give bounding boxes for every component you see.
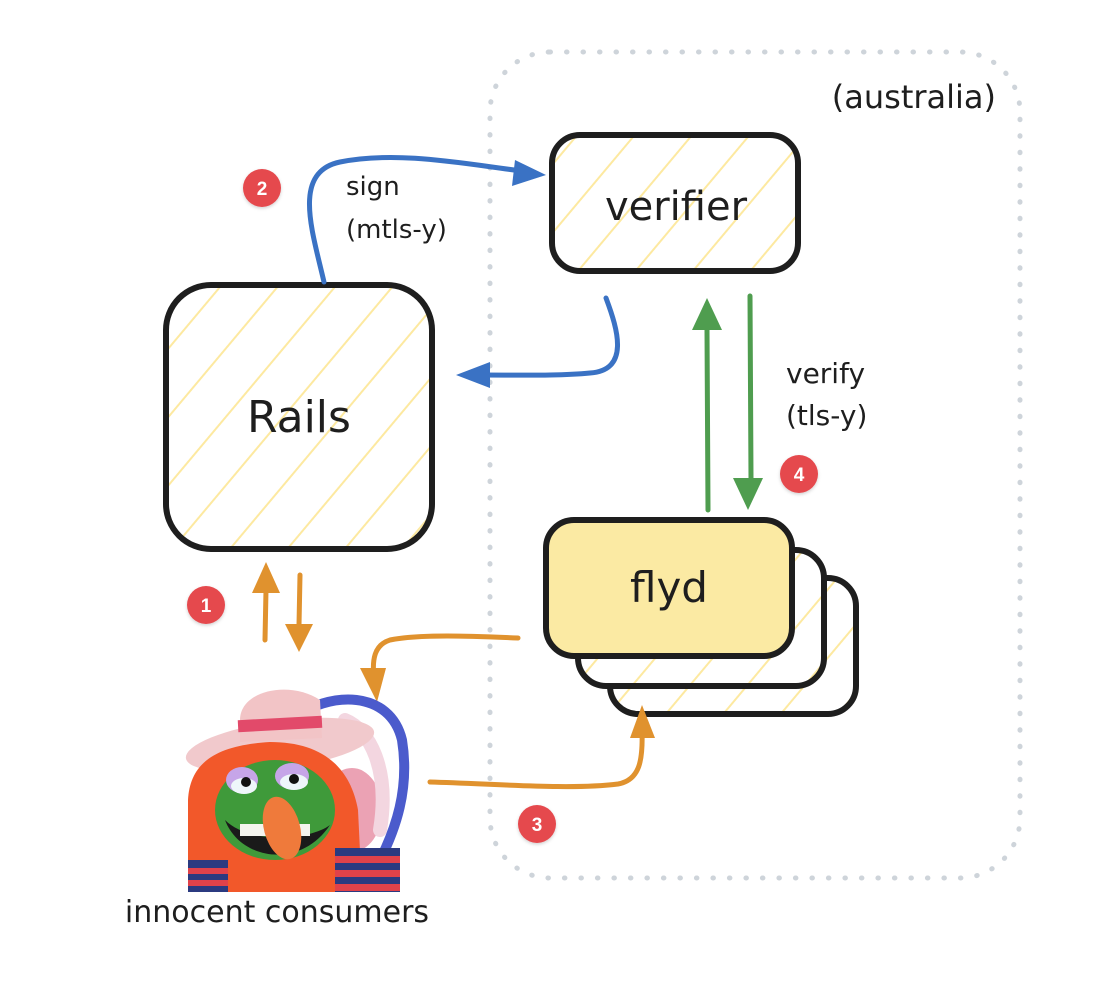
edge-sign-reply — [456, 295, 620, 388]
rails-label: Rails — [247, 392, 351, 443]
arrowhead-verify-up — [692, 298, 722, 330]
region-label: (australia) — [832, 78, 996, 116]
rails-node[interactable]: Rails — [163, 282, 435, 552]
arrowhead-to-rails — [252, 562, 280, 593]
arrowhead-consumer-to-flyd — [630, 705, 655, 738]
sign-label-line2: (mtls-y) — [346, 215, 447, 245]
badge-4: 4 — [780, 455, 818, 493]
svg-text:3: 3 — [532, 815, 543, 836]
arrowhead-sign — [512, 160, 546, 186]
badge-1: 1 — [187, 586, 225, 624]
flyd-label: flyd — [630, 563, 708, 612]
arrowhead-sign-reply — [456, 362, 490, 388]
verify-label-line1: verify — [786, 357, 865, 390]
edge-consumer-rails — [252, 562, 313, 652]
consumers-node[interactable]: innocent consumers — [125, 689, 429, 930]
svg-text:1: 1 — [201, 596, 212, 617]
svg-text:2: 2 — [257, 179, 268, 200]
badge-3: 3 — [518, 805, 556, 843]
consumers-label: innocent consumers — [125, 895, 429, 930]
muppet-icon — [185, 689, 410, 892]
verifier-label: verifier — [605, 184, 748, 230]
arrowhead-flyd-to-consumer — [360, 668, 386, 702]
edge-consumer-flyd — [427, 705, 655, 790]
region-boundary — [487, 49, 1023, 881]
verify-label-line2: (tls-y) — [786, 399, 867, 432]
flyd-node-stack[interactable]: flyd — [543, 517, 859, 717]
edge-flyd-consumer — [360, 633, 521, 702]
arrowhead-verify-down — [733, 478, 763, 510]
verifier-node[interactable]: verifier — [549, 132, 801, 274]
edge-verify: verify (tls-y) — [692, 293, 867, 513]
sign-label-line1: sign — [346, 172, 400, 202]
flyd-primary — [543, 517, 795, 659]
edge-sign: sign (mtls-y) — [307, 155, 546, 285]
region-australia: (australia) — [487, 49, 1023, 881]
badge-2: 2 — [243, 169, 281, 207]
svg-text:4: 4 — [794, 465, 805, 486]
arrowhead-to-consumers — [285, 624, 313, 652]
